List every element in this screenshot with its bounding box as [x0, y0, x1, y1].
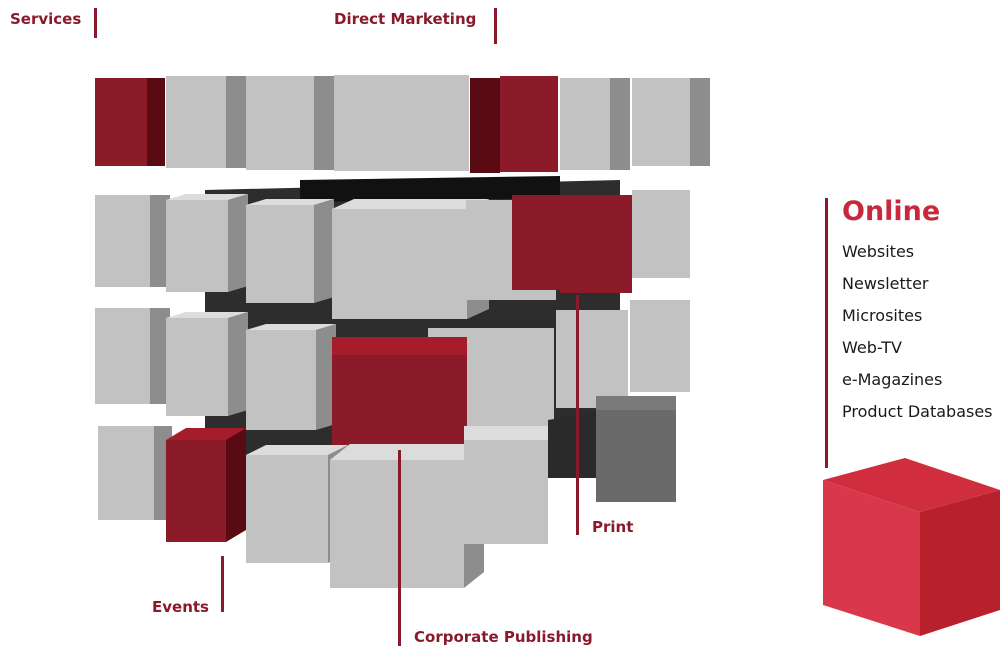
services-label: Services — [10, 10, 82, 28]
cube-print-front — [560, 195, 632, 293]
online-title: Online — [842, 196, 941, 227]
online-list: Websites Newsletter Microsites Web-TV e-… — [842, 236, 993, 428]
cube-r2-3-side — [314, 199, 334, 303]
cube-r2-7-front — [632, 190, 690, 278]
cube-r4-1-front — [98, 426, 154, 520]
corporate-publishing-line — [398, 450, 401, 646]
cube-r1-4-front — [334, 75, 469, 171]
online-item: e-Magazines — [842, 370, 943, 389]
cube-events-top — [166, 428, 246, 440]
cube-online-side — [920, 490, 1000, 636]
cube-r1-3-front — [246, 76, 314, 170]
cube-r4-3-front — [246, 455, 328, 563]
cube-r2-3-top — [246, 199, 334, 205]
cube-r3-2-front — [166, 318, 228, 416]
inner-top — [300, 176, 560, 202]
cube-r4-6-front — [596, 410, 676, 502]
cube-r2-1-front — [95, 195, 150, 287]
cube-services-side — [147, 78, 165, 166]
cube-r3-7-front — [630, 300, 690, 392]
cube-r1-7-front — [632, 78, 690, 166]
cube-r2-2-side — [228, 194, 248, 292]
cube-r3-6-front — [556, 310, 628, 408]
cube-r2-2-front — [166, 200, 228, 292]
cube-r1-2-front — [166, 76, 226, 168]
cube-r1-6-side — [610, 78, 630, 170]
cube-print-front2 — [512, 195, 560, 290]
direct-marketing-label: Direct Marketing — [334, 10, 477, 28]
cube-events-front — [166, 440, 226, 542]
cube-r1-7-side — [690, 78, 710, 166]
cube-r3-2-top — [166, 312, 248, 318]
cube-r2-3-front — [246, 205, 314, 303]
online-item: Newsletter — [842, 274, 929, 293]
cube-r1-2-side — [226, 76, 246, 168]
cube-r2-4-front — [332, 209, 467, 319]
online-item: Microsites — [842, 306, 923, 325]
cube-r2-1-side — [150, 195, 170, 287]
direct-marketing-line — [494, 8, 497, 44]
cube-r4-5-front — [464, 440, 548, 544]
cube-r3-3-top — [246, 324, 336, 330]
cube-services-front — [95, 78, 147, 166]
cube-direct-marketing-front — [500, 76, 558, 172]
cube-corp-pub-top — [332, 337, 467, 355]
cube-online-top — [823, 458, 1000, 512]
cube-r4-4-top — [330, 444, 484, 460]
cube-r1-3-side — [314, 76, 334, 170]
cube-r3-3-side — [316, 324, 336, 430]
cube-r4-6-top — [596, 396, 676, 410]
cube-r1-6-front — [560, 78, 610, 170]
online-line — [825, 198, 828, 468]
events-line — [221, 556, 224, 612]
cube-r2-2-top — [166, 194, 248, 200]
cube-r4-4-front — [330, 460, 464, 588]
cube-r4-dark — [548, 412, 596, 478]
print-line — [576, 295, 579, 535]
services-line — [94, 8, 97, 38]
cube-r3-3-front — [246, 330, 316, 430]
cube-online-front — [823, 480, 920, 636]
cube-r3-1-side — [150, 308, 170, 404]
cube-r3-2-side — [228, 312, 248, 416]
cube-r4-3-top — [246, 445, 348, 455]
cube-events-side — [226, 428, 246, 542]
cube-corp-pub-front — [332, 355, 467, 457]
online-item: Websites — [842, 242, 915, 261]
events-label: Events — [152, 598, 209, 616]
cube-r3-1-front — [95, 308, 150, 404]
online-item: Product Databases — [842, 402, 993, 421]
print-label: Print — [592, 518, 634, 536]
cube-r2-4-top — [332, 199, 489, 209]
online-item: Web-TV — [842, 338, 902, 357]
cube-dm-side — [470, 78, 500, 173]
cube-r4-5-top — [464, 426, 548, 440]
corporate-publishing-label: Corporate Publishing — [414, 628, 593, 646]
